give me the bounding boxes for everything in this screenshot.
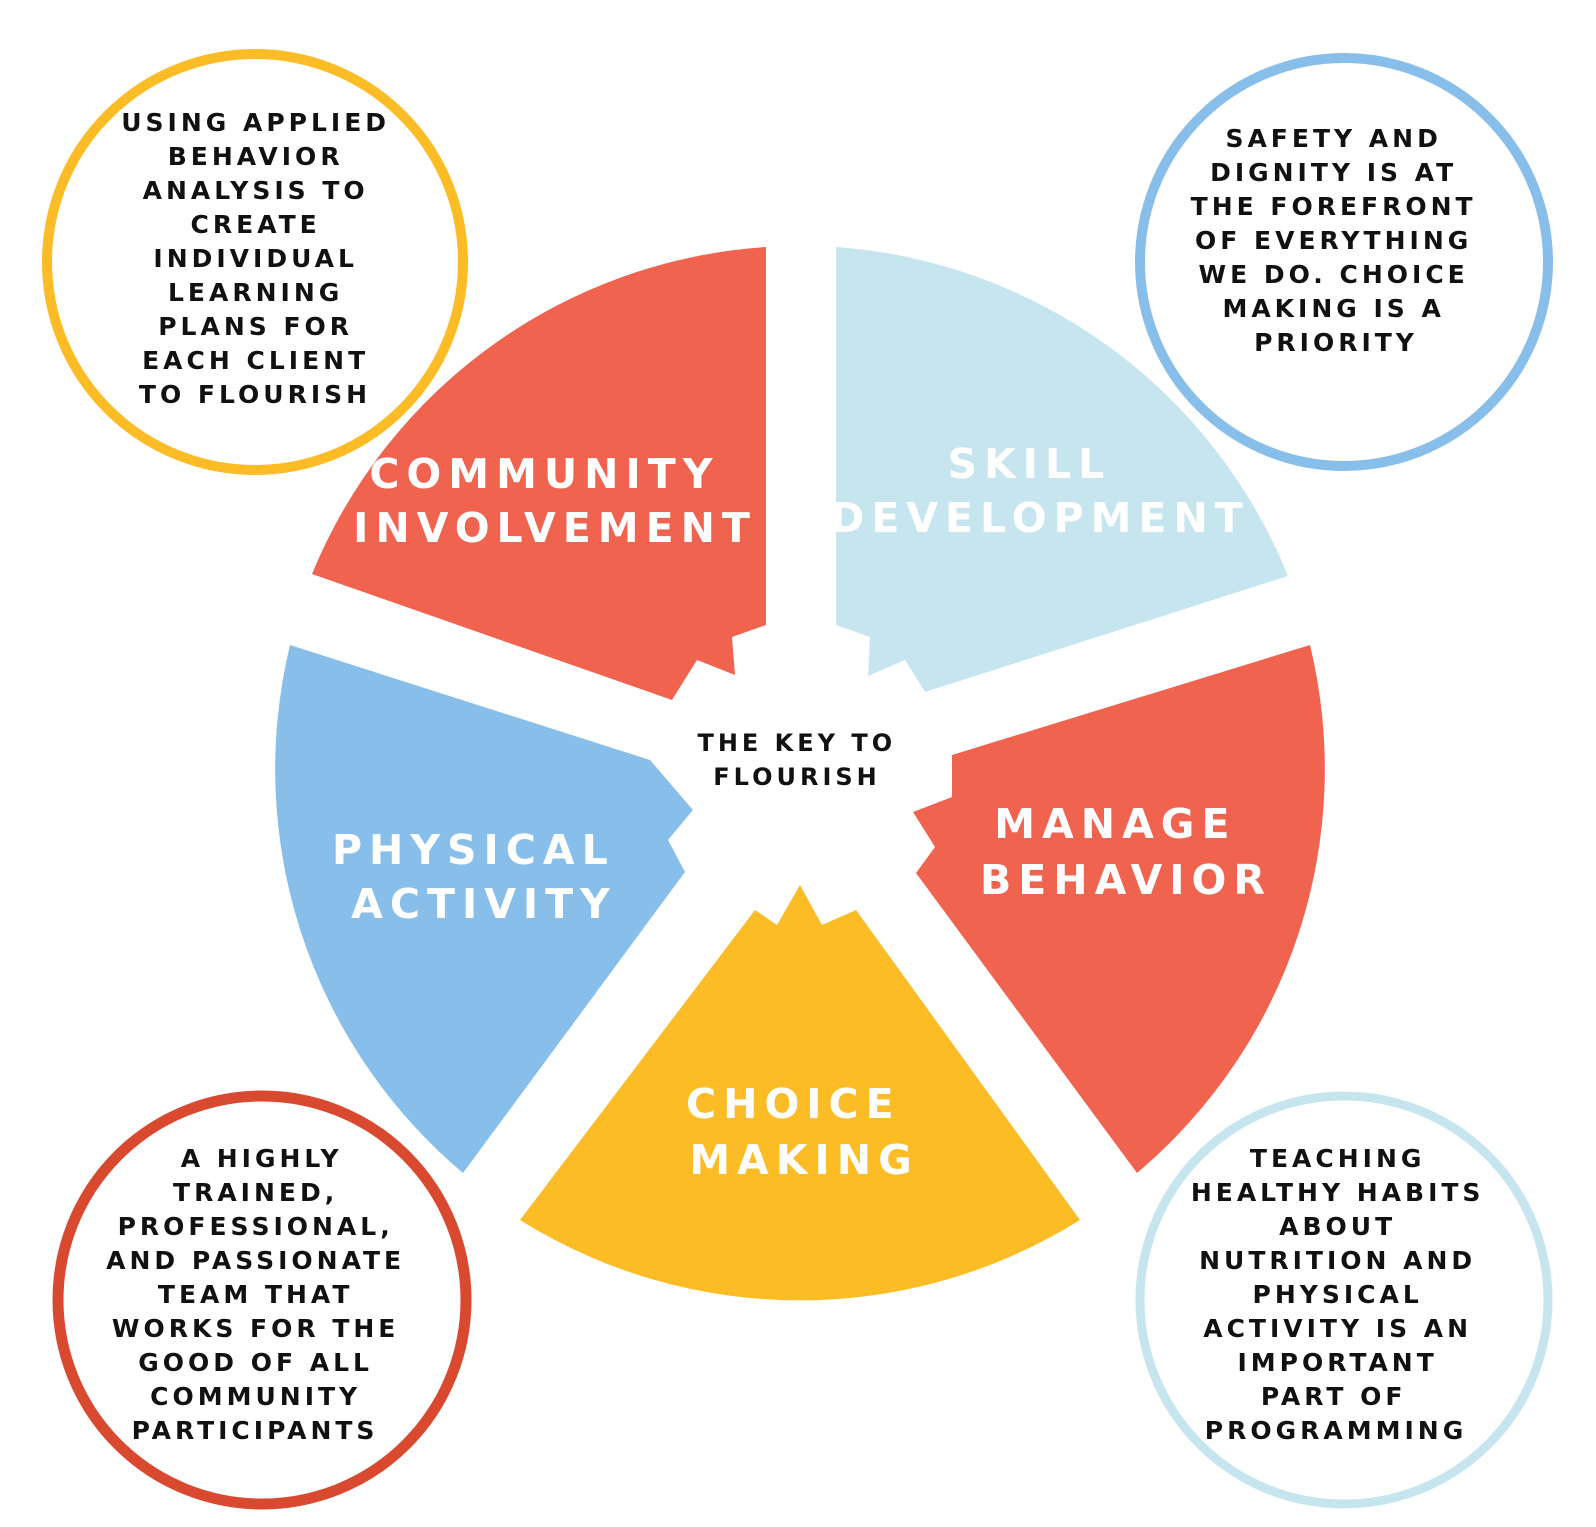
bubble-ring-top-right <box>1135 53 1553 471</box>
segment-label-manage-behavior: MANAGE BEHAVIOR <box>980 800 1272 904</box>
bubbles: USING APPLIED BEHAVIOR ANALYSIS TO CREAT… <box>42 49 1553 1510</box>
bubble-text-bottom-left: A HIGHLY TRAINED, PROFESSIONAL, AND PASS… <box>106 1144 418 1445</box>
segment-label-physical-activity: PHYSICAL ACTIVITY <box>332 826 636 928</box>
segment-community-involvement <box>312 247 766 700</box>
segment-label-community-involvement: COMMUNITY INVOLVEMENT <box>353 450 757 552</box>
bubble-ring-bottom-left <box>52 1090 472 1510</box>
wheel <box>275 247 1325 1301</box>
bubble-text-top-left: USING APPLIED BEHAVIOR ANALYSIS TO CREAT… <box>121 108 403 409</box>
segment-labels: COMMUNITY INVOLVEMENT SKILL DEVELOPMENT … <box>332 440 1272 1184</box>
segment-manage-behavior <box>913 645 1325 1173</box>
bubble-ring-top-left <box>42 49 468 475</box>
segment-choice-making <box>520 885 1080 1301</box>
bubble-text-top-right: SAFETY AND DIGNITY IS AT THE FOREFRONT O… <box>1191 124 1490 357</box>
segment-label-choice-making: CHOICE MAKING <box>686 1080 922 1184</box>
center-title: THE KEY TO FLOURISH <box>697 729 908 791</box>
bubble-ring-bottom-right <box>1135 1091 1553 1509</box>
segment-physical-activity <box>275 645 693 1173</box>
segment-label-skill-development: SKILL DEVELOPMENT <box>830 440 1249 542</box>
bubble-text-bottom-right: TEACHING HEALTHY HABITS ABOUT NUTRITION … <box>1191 1144 1497 1445</box>
segment-skill-development <box>836 247 1288 692</box>
